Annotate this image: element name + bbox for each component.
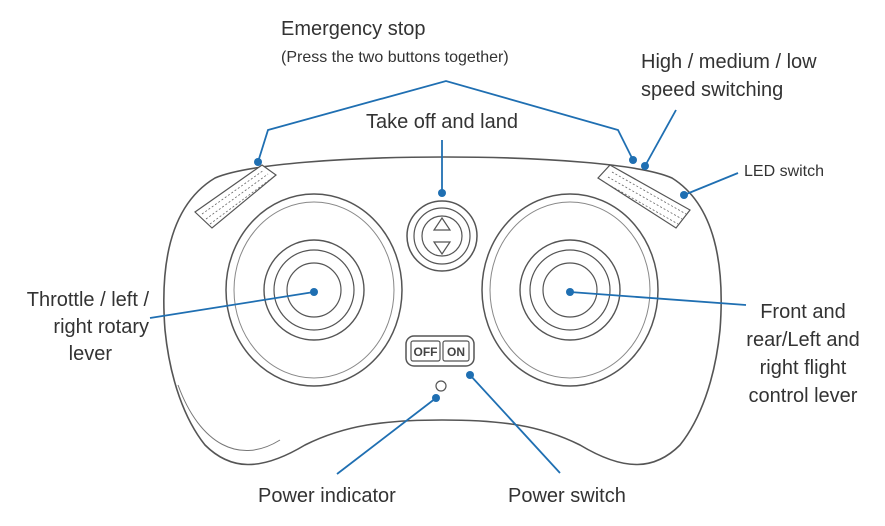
power-switch-leader — [469, 374, 561, 474]
right-joystick[interactable] — [481, 193, 659, 387]
throttle-leader — [149, 291, 315, 319]
left-joystick[interactable] — [225, 193, 403, 387]
led-switch-leader — [683, 172, 739, 196]
flight-lever-leader — [569, 291, 747, 306]
switch-off-label: OFF — [414, 345, 438, 359]
flight-lever-label-line2: rear/Left and — [746, 329, 860, 351]
controller-body — [163, 156, 722, 466]
emergency-stop-label: Emergency stop — [281, 18, 426, 40]
left-shoulder-button[interactable] — [194, 164, 277, 229]
throttle-label-line3: lever — [68, 343, 112, 365]
flight-lever-label-line4: control lever — [748, 385, 858, 407]
emergency-stop-note: (Press the two buttons together) — [281, 49, 509, 66]
speed-switch-label-line2: speed switching — [641, 79, 784, 101]
power-indicator-label: Power indicator — [258, 485, 396, 507]
throttle-label-line2: right rotary — [53, 316, 149, 338]
led-switch-label: LED switch — [744, 163, 825, 180]
flight-lever-label-line3: right flight — [759, 357, 847, 379]
down-arrow-icon — [432, 241, 452, 256]
takeoff-land-button[interactable] — [406, 200, 478, 272]
power-switch-label: Power switch — [508, 485, 626, 507]
power-indicator-leader — [336, 397, 437, 475]
right-shoulder-button[interactable] — [597, 164, 691, 229]
power-indicator-led — [435, 380, 447, 392]
throttle-label-line1: Throttle / left / — [26, 289, 149, 311]
controller-lower-contour — [177, 384, 281, 451]
power-switch[interactable]: OFF ON — [405, 335, 475, 367]
leader-dots — [254, 156, 688, 402]
speed-switch-leader — [644, 109, 677, 167]
switch-on-label: ON — [447, 345, 465, 359]
flight-lever-label-line1: Front and — [760, 301, 846, 323]
speed-switch-label-line1: High / medium / low — [641, 51, 817, 73]
up-arrow-icon — [432, 216, 452, 231]
takeoff-land-label: Take off and land — [366, 111, 518, 133]
emergency-stop-leader — [257, 80, 634, 163]
leader-lines — [149, 80, 747, 475]
